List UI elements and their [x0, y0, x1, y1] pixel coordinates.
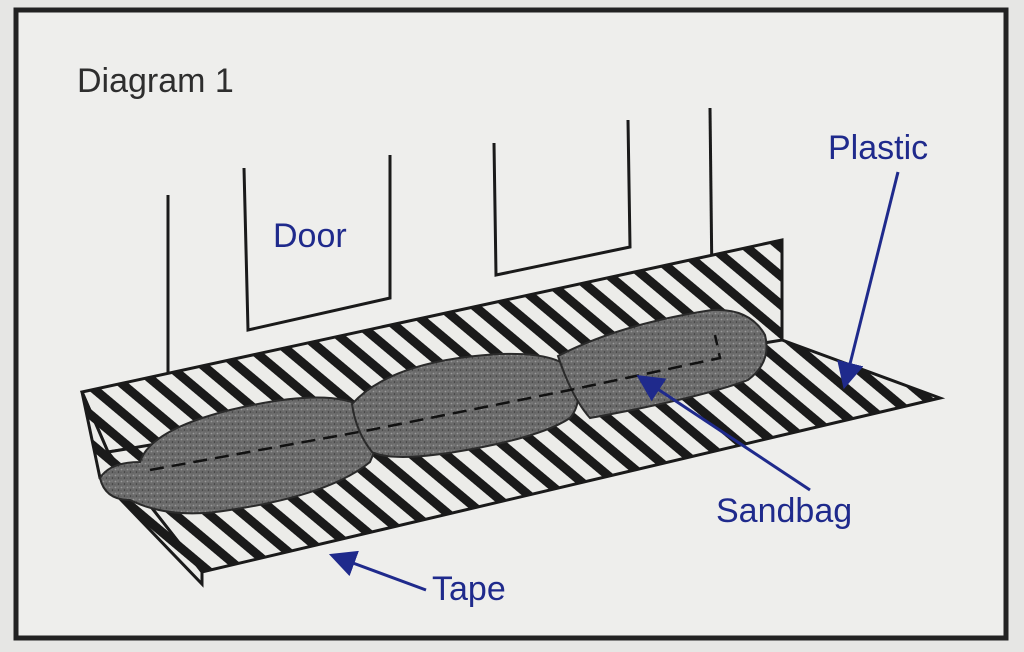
plastic-label: Plastic	[828, 129, 928, 167]
sandbag	[98, 308, 768, 515]
plastic-arrow	[837, 171, 900, 390]
tape-arrow	[328, 550, 427, 592]
door-outline	[166, 107, 714, 388]
sandbag-arrow	[636, 375, 811, 492]
diagram-title: Diagram 1	[77, 62, 234, 100]
sandbag-segment-2	[350, 352, 579, 458]
tape-label: Tape	[432, 570, 506, 608]
door-label: Door	[273, 217, 347, 255]
sandbag-dashes	[149, 334, 722, 472]
plastic-sheet-fold	[80, 391, 204, 588]
sandbag-label: Sandbag	[716, 492, 852, 530]
